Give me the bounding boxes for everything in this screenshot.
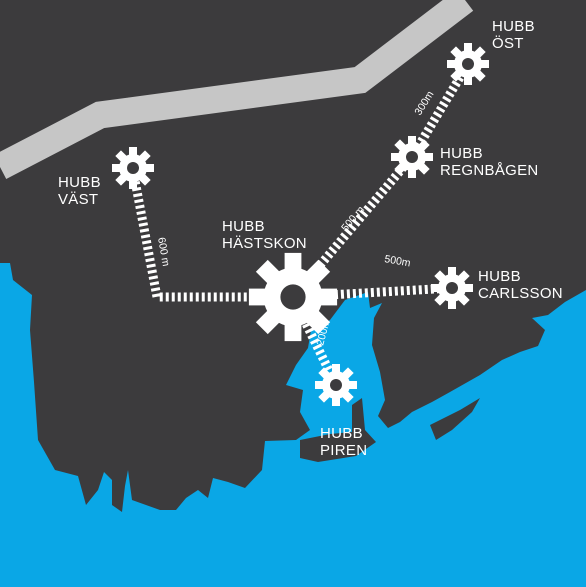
hub-label-regnbagen: HUBB REGNBÅGEN [440,145,539,179]
connection-ost [408,61,472,160]
hub-label-vast-line2: VÄST [58,191,99,208]
distance-label-vast: 600 m [155,236,172,267]
pier-land [300,398,376,462]
connection-vast [128,169,293,302]
hub-label-hastskon-line2: HÄSTSKON [222,235,307,252]
hub-label-piren-line1: HUBB [320,425,363,442]
hub-label-carlsson-line2: CARLSSON [478,285,563,302]
hub-label-piren: HUBB PIREN [320,425,367,459]
hub-label-hastskon: HUBB HÄSTSKON [222,218,307,252]
hub-label-ost: HUBB ÖST [492,18,535,52]
distance-label-carlsson: 500m [383,253,411,269]
hub-label-vast-line1: HUBB [58,174,101,191]
pier-land-east [430,398,480,440]
hub-label-ost-line1: HUBB [492,18,535,35]
gear-icon-ost[interactable] [447,43,489,85]
hub-label-hastskon-line1: HUBB [222,218,265,235]
gear-icon-carlsson[interactable] [431,267,473,309]
connection-piren [288,295,341,387]
gear-icon-vast[interactable] [112,147,154,189]
hub-label-vast: HUBB VÄST [58,174,101,208]
gear-icon-piren[interactable] [315,364,357,406]
hub-label-regnbagen-line2: REGNBÅGEN [440,162,539,179]
hub-label-ost-line2: ÖST [492,35,524,52]
gear-icon-regnbagen[interactable] [391,136,433,178]
hub-label-piren-line2: PIREN [320,442,368,459]
hub-label-carlsson: HUBB CARLSSON [478,268,563,302]
harbor-water [0,263,586,587]
hub-label-carlsson-line1: HUBB [478,268,521,285]
road [0,0,474,179]
hub-label-regnbagen-line1: HUBB [440,145,483,162]
